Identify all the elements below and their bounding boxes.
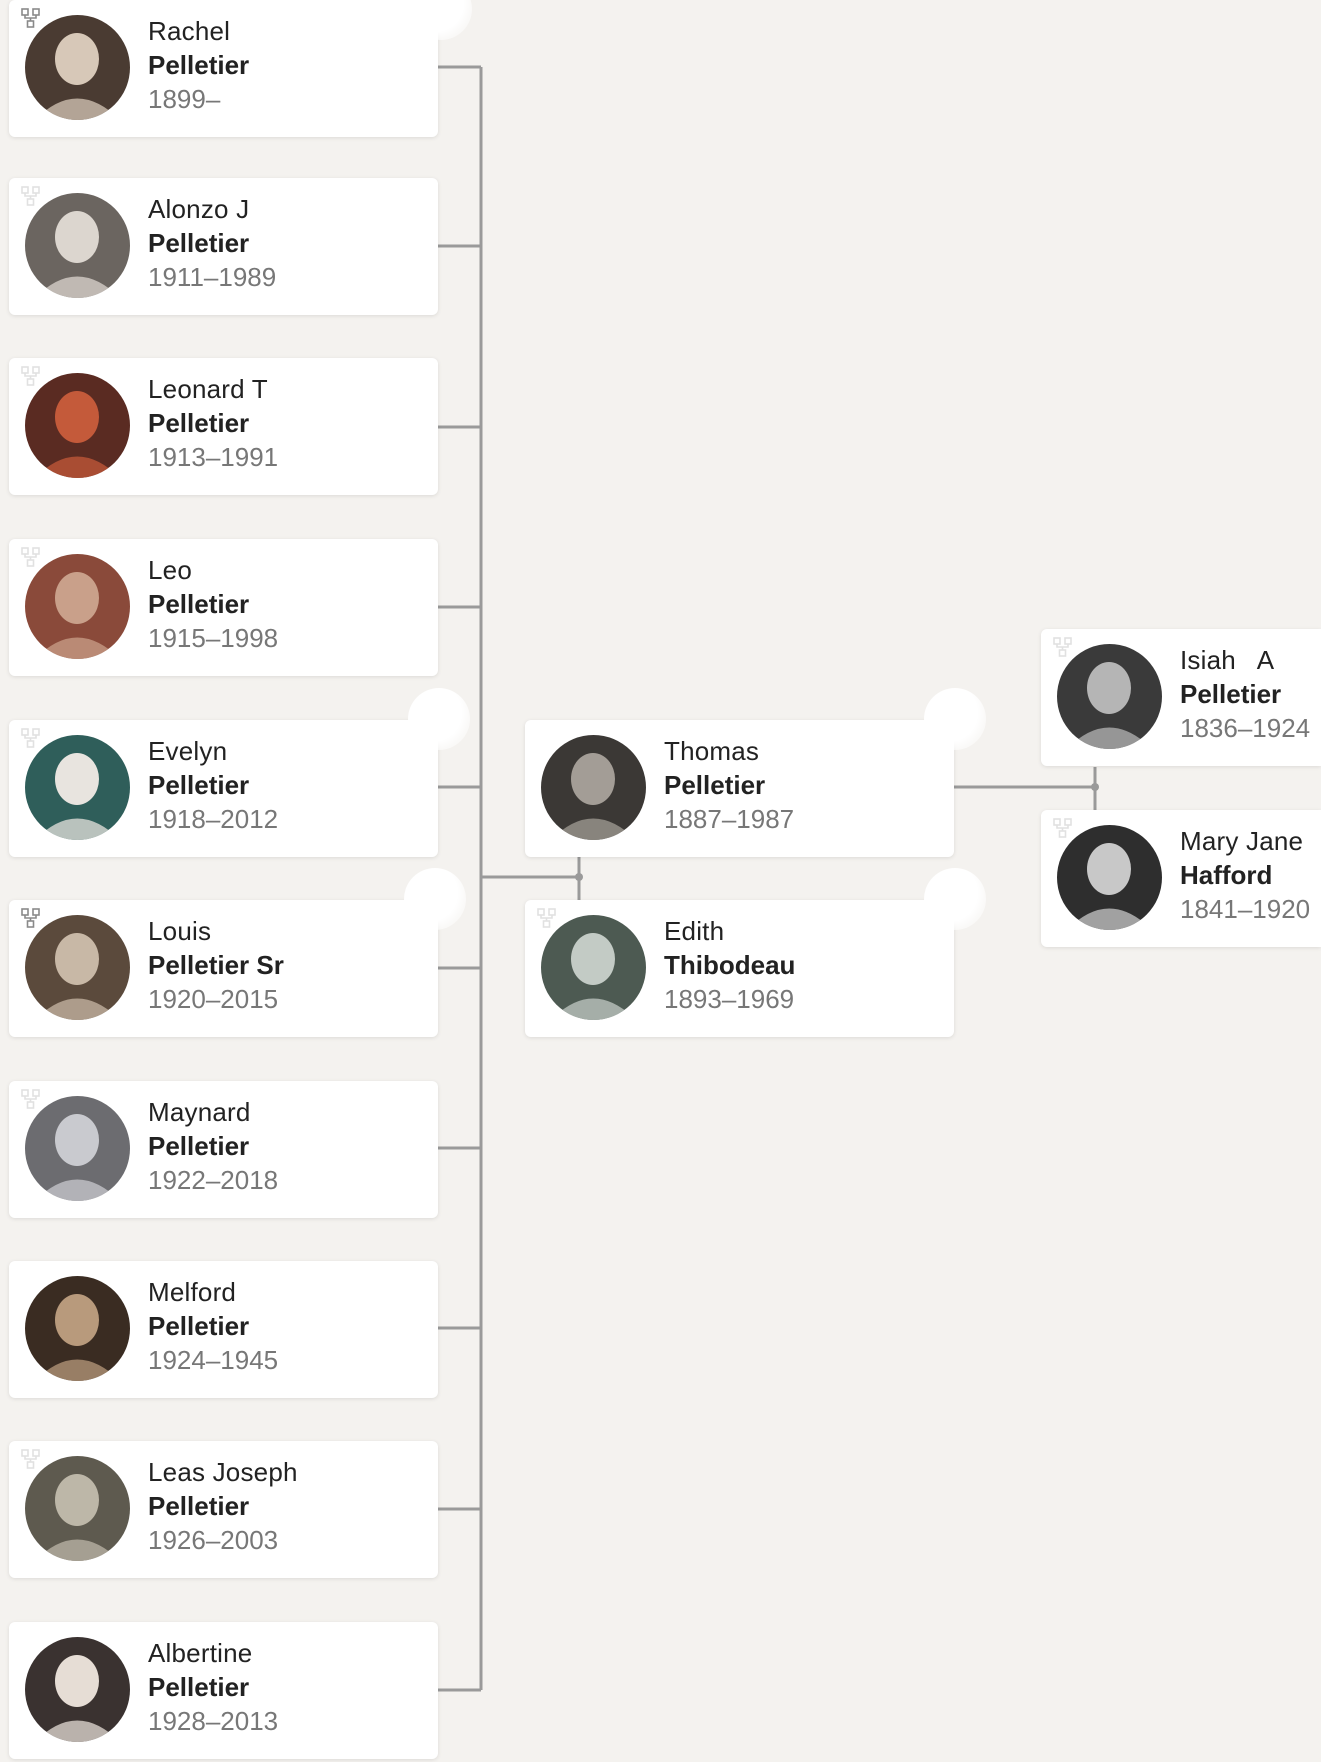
person-surname: Pelletier (148, 1131, 250, 1161)
person-card-leonard-t-pelletier[interactable]: Leonard T Pelletier 1913–1991 (9, 358, 438, 495)
person-life-years: 1920–2015 (148, 984, 279, 1014)
person-card-louis-pelletier-sr[interactable]: Louis Pelletier Sr 1920–2015 (9, 900, 438, 1037)
person-card-thomas-pelletier[interactable]: Thomas Pelletier 1887–1987 (525, 720, 954, 857)
person-surname: Pelletier (664, 770, 766, 800)
person-surname: Pelletier (148, 50, 250, 80)
avatar (1057, 644, 1162, 749)
family-tree-icon[interactable] (536, 907, 558, 929)
avatar (25, 915, 130, 1020)
person-card-mary-jane-hafford[interactable]: Mary Jane Hafford 1841–1920 (1041, 810, 1321, 947)
person-life-years: 1911–1989 (148, 262, 277, 292)
family-tree-icon[interactable] (20, 185, 42, 207)
person-life-years: 1841–1920 (1180, 894, 1311, 924)
person-given-name: Melford (148, 1277, 237, 1307)
person-card-rachel-pelletier[interactable]: Rachel Pelletier 1899– (9, 0, 438, 137)
avatar (541, 735, 646, 840)
person-surname: Pelletier (148, 408, 250, 438)
person-given-name: Rachel (148, 16, 231, 46)
person-given-name: Thomas (664, 736, 760, 766)
avatar (25, 373, 130, 478)
connector-dot (575, 873, 583, 881)
person-surname: Pelletier (148, 1311, 250, 1341)
person-life-years: 1922–2018 (148, 1165, 279, 1195)
person-given-name: Maynard (148, 1097, 251, 1127)
person-given-name: Mary Jane (1180, 826, 1304, 856)
person-card-leas-joseph-pelletier[interactable]: Leas Joseph Pelletier 1926–2003 (9, 1441, 438, 1578)
person-given-name: Isiah A (1180, 645, 1275, 675)
avatar (25, 1276, 130, 1381)
avatar (25, 1096, 130, 1201)
family-tree-icon[interactable] (20, 546, 42, 568)
person-given-name: Louis (148, 916, 212, 946)
family-tree-icon[interactable] (20, 1448, 42, 1470)
person-given-name: Leas Joseph (148, 1457, 298, 1487)
person-card-maynard-pelletier[interactable]: Maynard Pelletier 1922–2018 (9, 1081, 438, 1218)
family-tree-icon[interactable] (1052, 636, 1074, 658)
person-surname: Pelletier (148, 1672, 250, 1702)
person-given-name: Leo (148, 555, 192, 585)
person-life-years: 1924–1945 (148, 1345, 279, 1375)
person-life-years: 1836–1924 (1180, 713, 1311, 743)
person-card-melford-pelletier[interactable]: Melford Pelletier 1924–1945 (9, 1261, 438, 1398)
avatar (1057, 825, 1162, 930)
person-surname: Pelletier (148, 1491, 250, 1521)
family-tree-icon[interactable] (20, 365, 42, 387)
connector-dot (1091, 783, 1099, 791)
avatar (541, 915, 646, 1020)
person-card-leo-pelletier[interactable]: Leo Pelletier 1915–1998 (9, 539, 438, 676)
person-life-years: 1928–2013 (148, 1706, 279, 1736)
person-life-years: 1918–2012 (148, 804, 279, 834)
person-given-name: Edith (664, 916, 725, 946)
person-given-name: Alonzo J (148, 194, 250, 224)
person-surname: Pelletier (148, 228, 250, 258)
family-tree-icon[interactable] (20, 727, 42, 749)
person-surname: Pelletier (148, 589, 250, 619)
person-life-years: 1893–1969 (664, 984, 795, 1014)
person-card-alonzo-j-pelletier[interactable]: Alonzo J Pelletier 1911–1989 (9, 178, 438, 315)
person-life-years: 1926–2003 (148, 1525, 279, 1555)
person-life-years: 1899– (148, 84, 221, 114)
person-surname: Hafford (1180, 860, 1273, 890)
person-surname: Thibodeau (664, 950, 796, 980)
person-life-years: 1915–1998 (148, 623, 279, 653)
person-life-years: 1887–1987 (664, 804, 795, 834)
person-given-name: Albertine (148, 1638, 253, 1668)
avatar (25, 1456, 130, 1561)
avatar (25, 735, 130, 840)
person-surname: Pelletier (148, 770, 250, 800)
person-given-name: Leonard T (148, 374, 268, 404)
person-surname: Pelletier Sr (148, 950, 284, 980)
person-life-years: 1913–1991 (148, 442, 279, 472)
avatar (25, 554, 130, 659)
person-card-edith-thibodeau[interactable]: Edith Thibodeau 1893–1969 (525, 900, 954, 1037)
person-card-isiah-a-pelletier[interactable]: Isiah A Pelletier 1836–1924 (1041, 629, 1321, 766)
person-given-name: Evelyn (148, 736, 228, 766)
family-tree-icon[interactable] (20, 907, 42, 929)
family-tree-icon[interactable] (20, 7, 42, 29)
avatar (25, 193, 130, 298)
person-card-albertine-pelletier[interactable]: Albertine Pelletier 1928–2013 (9, 1622, 438, 1759)
avatar (25, 1637, 130, 1742)
family-tree-icon[interactable] (1052, 817, 1074, 839)
person-card-evelyn-pelletier[interactable]: Evelyn Pelletier 1918–2012 (9, 720, 438, 857)
family-tree-icon[interactable] (20, 1088, 42, 1110)
person-surname: Pelletier (1180, 679, 1282, 709)
avatar (25, 15, 130, 120)
